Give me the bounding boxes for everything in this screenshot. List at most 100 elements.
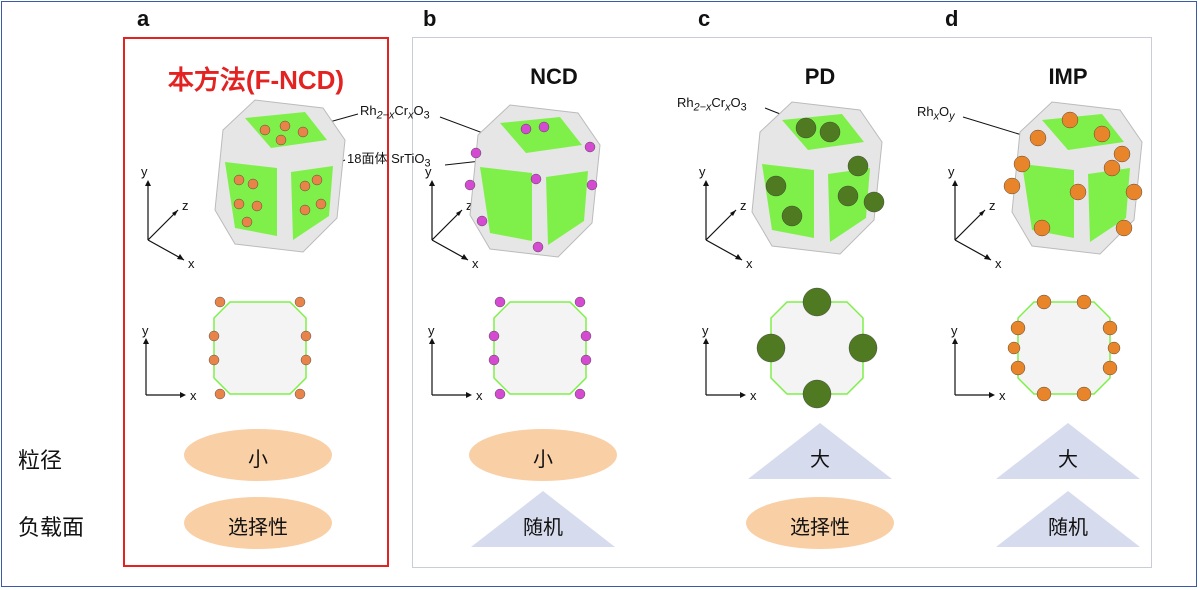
cocatalyst-particle (208, 330, 220, 342)
cocatalyst-particle (584, 141, 596, 153)
panel-letter-b: b (423, 6, 437, 31)
row-label-loading: 负载面 (18, 515, 85, 540)
z-axis-arrow (730, 210, 736, 216)
z-axis-arrow (456, 210, 462, 216)
cocatalyst-particle (464, 179, 476, 191)
loading-label-b: 随机 (523, 517, 563, 539)
cocatalyst-particle (233, 198, 245, 210)
axes-3d-d: yxz (948, 164, 1002, 271)
cocatalyst-particle (580, 354, 592, 366)
cocatalyst-particle (494, 388, 506, 400)
cocatalyst-particle (532, 241, 544, 253)
z-axis-line (147, 209, 179, 241)
axes-2d-a: yx (142, 323, 197, 403)
z-axis-arrow (979, 210, 985, 216)
size-marker-a (184, 429, 332, 481)
cocatalyst-particle (848, 333, 878, 363)
z-axis-line (954, 209, 986, 241)
z-axis-line (705, 209, 737, 241)
loading-marker-a (184, 497, 332, 549)
panel-letter-a: a (137, 6, 150, 31)
top-facet (500, 117, 582, 153)
row-label-size: 粒径 (18, 448, 63, 473)
cocatalyst-particle (247, 178, 259, 190)
cocatalyst-particle (214, 296, 226, 308)
size-marker-d (996, 423, 1140, 479)
cocatalyst-particle (315, 198, 327, 210)
size-label-d: 大 (1058, 449, 1078, 471)
cube-3d-d (1003, 101, 1143, 255)
panel-letter-d: d (945, 6, 959, 31)
x-axis-line (705, 239, 743, 261)
z-axis-arrow (172, 210, 178, 216)
cocatalyst-particle (297, 126, 309, 138)
side-facet (1088, 168, 1130, 242)
method-a-box (123, 37, 389, 567)
cocatalyst-particle (279, 120, 291, 132)
y-axis-arrow (952, 180, 958, 186)
axis-label-y: y (948, 164, 955, 179)
leader-line-d (962, 116, 1023, 136)
x-axis-arrow (180, 392, 186, 398)
axis-label-y: y (425, 164, 432, 179)
z-axis-line (431, 209, 463, 241)
cross-section-c (756, 287, 878, 409)
cocatalyst-particle (863, 191, 885, 213)
cocatalyst-particle (1076, 294, 1092, 310)
cocatalyst-particle (1010, 360, 1026, 376)
axis-label-y: y (951, 323, 958, 338)
callout-rhxoy: RhxOy (917, 104, 955, 123)
loading-label-a: 选择性 (228, 517, 288, 539)
cocatalyst-particle (233, 174, 245, 186)
cocatalyst-particle (470, 147, 482, 159)
x-axis-line (954, 239, 992, 261)
cocatalyst-particle (241, 216, 253, 228)
loading-label-d: 随机 (1048, 517, 1088, 539)
axis-label-x: x (472, 256, 479, 271)
x-axis-arrow (989, 392, 995, 398)
cocatalyst-particle (299, 204, 311, 216)
cocatalyst-particle (1102, 360, 1118, 376)
axes-3d-a: yxz (141, 164, 195, 271)
x-axis-arrow (466, 392, 472, 398)
loading-marker-d (996, 491, 1140, 547)
cocatalyst-particle (795, 117, 817, 139)
size-marker-c (748, 423, 892, 479)
cocatalyst-particle (294, 388, 306, 400)
cocatalyst-particle (819, 121, 841, 143)
x-axis-arrow (177, 254, 184, 260)
cocatalyst-particle (1113, 145, 1131, 163)
axes-3d-c: yxz (699, 164, 753, 271)
cocatalyst-particle (1103, 159, 1121, 177)
cocatalyst-particle (259, 124, 271, 136)
method-a-title: 本方法(F-NCD) (167, 65, 345, 95)
cocatalyst-particle (1013, 155, 1031, 173)
y-axis-arrow (703, 338, 709, 344)
x-axis-arrow (735, 254, 742, 260)
cocatalyst-particle (494, 296, 506, 308)
x-axis-arrow (461, 254, 468, 260)
cocatalyst-particle (1069, 183, 1087, 201)
callout-rh-cr-o3-c: Rh2−xCrxO3 (677, 95, 747, 114)
cocatalyst-particle (1029, 129, 1047, 147)
cocatalyst-particle (214, 388, 226, 400)
y-axis-arrow (703, 180, 709, 186)
axis-label-x: x (750, 388, 757, 403)
y-axis-arrow (143, 338, 149, 344)
x-axis-line (431, 239, 469, 261)
cocatalyst-particle (1036, 386, 1052, 402)
cross-section-d (1007, 294, 1121, 402)
cross-section-b (488, 296, 592, 400)
size-marker-b (469, 429, 617, 481)
y-axis-arrow (429, 180, 435, 186)
cocatalyst-particle (488, 354, 500, 366)
cocatalyst-particle (1036, 294, 1052, 310)
cocatalyst-particle (251, 200, 263, 212)
cocatalyst-particle (574, 296, 586, 308)
cocatalyst-particle (756, 333, 786, 363)
cube-3d-a (214, 99, 346, 253)
axis-label-x: x (190, 388, 197, 403)
y-axis-arrow (952, 338, 958, 344)
cocatalyst-particle (1107, 341, 1121, 355)
